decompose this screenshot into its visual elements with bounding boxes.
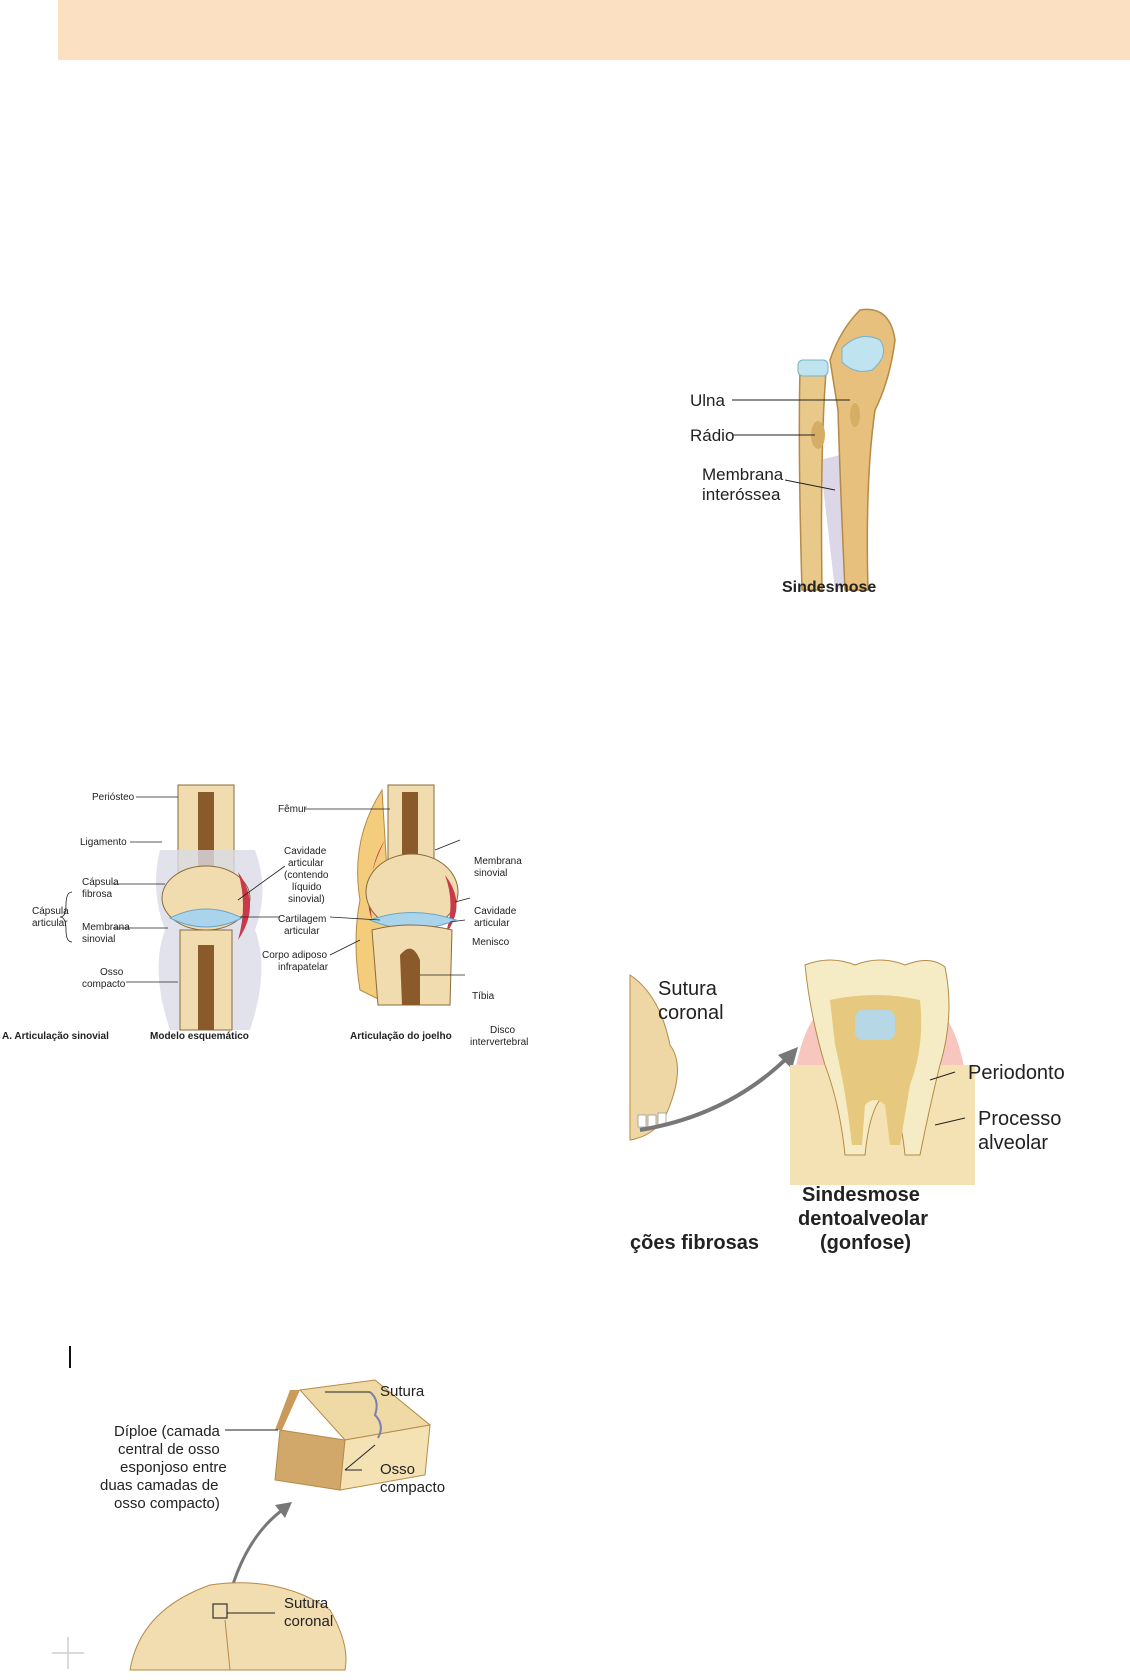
ligamento-label: Ligamento: [80, 837, 127, 848]
capsula-fibrosa-label-1: Cápsula: [82, 877, 119, 888]
sutura-top-label: Sutura: [380, 1383, 425, 1400]
gonfose-illustration: Sutura coronal Periodonto Processo alveo…: [629, 959, 1065, 1254]
cavidade-right-2: articular: [474, 918, 510, 929]
gonfose-caption-1: Sindesmose: [802, 1184, 920, 1206]
diploe-label-2: central de osso: [118, 1441, 220, 1458]
radio-label: Rádio: [690, 426, 734, 445]
capsula-articular-label-2: articular: [32, 918, 68, 929]
capsula-articular-label-1: Cápsula: [32, 906, 69, 917]
membrana-sinovial-label-2: sinovial: [82, 934, 115, 945]
cartilagem-label-1: Cartilagem: [278, 914, 326, 925]
diploe-label-3: esponjoso entre: [120, 1459, 227, 1476]
cavidade-label-3: (contendo: [284, 870, 329, 881]
tibia-label: Tíbia: [472, 991, 495, 1002]
sutura-coronal-label-2: coronal: [284, 1613, 333, 1630]
femur-label: Fêmur: [278, 804, 308, 815]
membrana-label-2: interóssea: [702, 485, 781, 504]
sutura-label-1: Sutura: [658, 978, 718, 1000]
header-band: [58, 0, 1130, 60]
membrana-label-1: Membrana: [702, 465, 784, 484]
disco-label-1: Disco: [490, 1025, 515, 1036]
processo-label-1: Processo: [978, 1108, 1061, 1130]
corpo-adiposo-label-1: Corpo adiposo: [262, 950, 327, 961]
diploe-label-4: duas camadas de: [100, 1477, 218, 1494]
sinovial-figure: Periósteo Ligamento Cápsula fibrosa Cáps…: [0, 780, 540, 1048]
caption-articulacao-joelho: Articulação do joelho: [350, 1031, 452, 1042]
fibrosas-caption: ções fibrosas: [630, 1232, 759, 1254]
caption-modelo-esquematico: Modelo esquemático: [150, 1031, 249, 1042]
crosshair-mark: [52, 1637, 84, 1669]
ulna-label: Ulna: [690, 391, 726, 410]
processo-label-2: alveolar: [978, 1132, 1048, 1154]
membrana-sinovial-label-1: Membrana: [82, 922, 130, 933]
cartilagem-label-2: articular: [284, 926, 320, 937]
menisco-label: Menisco: [472, 937, 510, 948]
membrana-sinovial-right-1: Membrana: [474, 856, 522, 867]
membrana-sinovial-right-2: sinovial: [474, 868, 507, 879]
osso-compacto-label-2: compacto: [82, 979, 126, 990]
periodonto-label: Periodonto: [968, 1062, 1065, 1084]
diploe-label-1: Díploe (camada: [114, 1423, 221, 1440]
text-cursor: [69, 1346, 71, 1368]
cavidade-label-2: articular: [288, 858, 324, 869]
periosteo-label: Periósteo: [92, 792, 135, 803]
cavidade-label-5: sinovial): [288, 894, 325, 905]
gonfose-caption-3: (gonfose): [820, 1232, 911, 1254]
osso-compacto-label-1: Osso: [100, 967, 124, 978]
disco-label-2: intervertebral: [470, 1037, 528, 1048]
sinovial-illustration: Periósteo Ligamento Cápsula fibrosa Cáps…: [2, 784, 528, 1048]
sutura-label-2: coronal: [658, 1002, 724, 1024]
osso-compacto-sutura-1: Osso: [380, 1461, 415, 1478]
sutura-coronal-label-1: Sutura: [284, 1595, 329, 1612]
diploe-label-5: osso compacto): [114, 1495, 220, 1512]
crosshair-icon: [52, 1637, 84, 1669]
sutura-figure: Sutura Díploe (camada central de osso es…: [100, 1370, 490, 1671]
corpo-adiposo-label-2: infrapatelar: [278, 962, 329, 973]
cavidade-label-1: Cavidade: [284, 846, 327, 857]
sindesmose-caption: Sindesmose: [782, 579, 876, 596]
capsula-fibrosa-label-2: fibrosa: [82, 889, 112, 900]
sindesmose-figure: Ulna Rádio Membrana interóssea Sindesmos…: [690, 300, 930, 610]
gonfose-caption-2: dentoalveolar: [798, 1208, 928, 1230]
sutura-illustration: Sutura Díploe (camada central de osso es…: [100, 1379, 445, 1671]
cavidade-label-4: líquido: [292, 882, 322, 893]
gonfose-figure: Sutura coronal Periodonto Processo alveo…: [629, 955, 1070, 1260]
cavidade-right-1: Cavidade: [474, 906, 517, 917]
sindesmose-illustration: Ulna Rádio Membrana interóssea Sindesmos…: [690, 308, 896, 596]
osso-compacto-sutura-2: compacto: [380, 1479, 445, 1496]
caption-articulacao-sinovial: A. Articulação sinovial: [2, 1031, 109, 1042]
